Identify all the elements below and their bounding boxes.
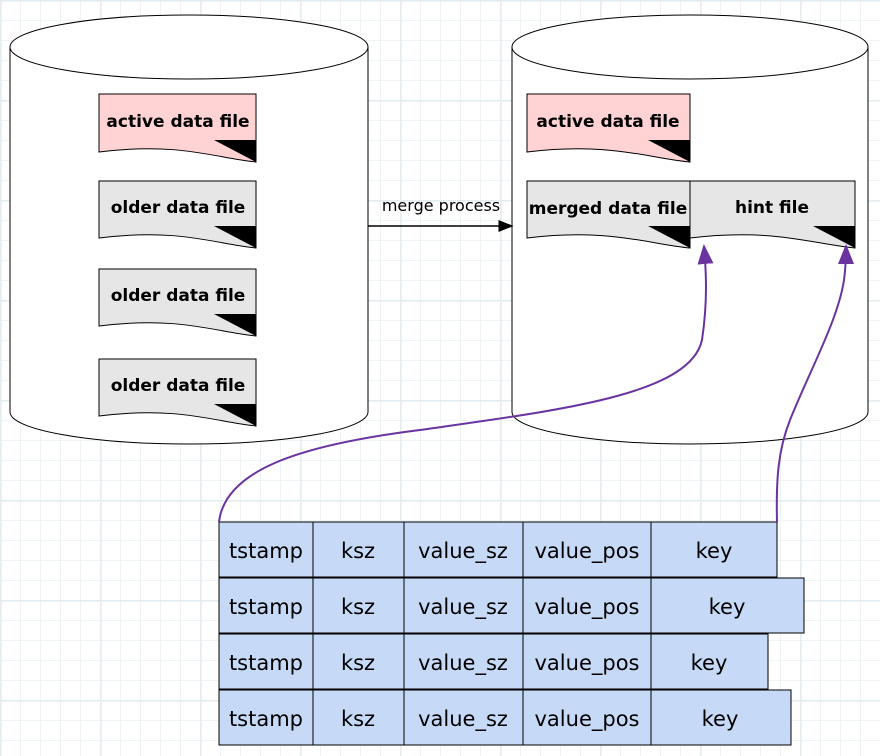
cell-ksz: ksz <box>341 707 375 731</box>
left-active-data-file: active data file <box>98 93 257 163</box>
cell-ksz: ksz <box>341 651 375 675</box>
left-older-data-file-2: older data file <box>98 268 257 337</box>
merged-file-label: merged data file <box>529 199 688 219</box>
cell-key: key <box>709 595 746 619</box>
hint-row: tstamp ksz value_sz value_pos key <box>218 521 778 578</box>
merge-process-arrow: merge process <box>368 196 514 232</box>
hint-file: hint file <box>689 180 856 249</box>
connector-to-hint-file <box>775 244 854 523</box>
cell-value-sz: value_sz <box>418 651 508 676</box>
hint-file-label: hint file <box>735 198 809 218</box>
cell-value-pos: value_pos <box>535 539 640 564</box>
cell-ksz: ksz <box>341 595 375 619</box>
merged-data-file: merged data file <box>526 180 691 249</box>
cell-key: key <box>691 651 728 675</box>
merge-process-label: merge process <box>382 196 500 215</box>
cell-tstamp: tstamp <box>229 707 303 731</box>
cell-value-pos: value_pos <box>535 707 640 732</box>
left-older-data-file-1: older data file <box>98 180 257 249</box>
cell-value-sz: value_sz <box>418 707 508 732</box>
right-active-data-file: active data file <box>526 93 691 163</box>
cell-key: key <box>696 539 733 563</box>
cell-value-sz: value_sz <box>418 595 508 620</box>
left-older-data-file-3: older data file <box>98 358 257 427</box>
left-active-file-label: active data file <box>106 112 249 132</box>
cell-ksz: ksz <box>341 539 375 563</box>
left-older-file-label: older data file <box>111 198 246 218</box>
connector-to-merged-file <box>218 244 714 523</box>
cell-tstamp: tstamp <box>229 651 303 675</box>
hint-row: tstamp ksz value_sz value_pos key <box>218 633 769 690</box>
cell-value-sz: value_sz <box>418 539 508 564</box>
cell-key: key <box>702 707 739 731</box>
cell-tstamp: tstamp <box>229 595 303 619</box>
cell-tstamp: tstamp <box>229 539 303 563</box>
hint-row: tstamp ksz value_sz value_pos key <box>218 577 805 634</box>
hint-row: tstamp ksz value_sz value_pos key <box>218 689 792 746</box>
left-older-file-label: older data file <box>111 286 246 306</box>
left-older-file-label: older data file <box>111 376 246 396</box>
hint-entry-table: tstamp ksz value_sz value_pos key tstamp… <box>218 521 805 746</box>
cell-value-pos: value_pos <box>535 595 640 620</box>
right-active-file-label: active data file <box>536 112 679 132</box>
cell-value-pos: value_pos <box>535 651 640 676</box>
